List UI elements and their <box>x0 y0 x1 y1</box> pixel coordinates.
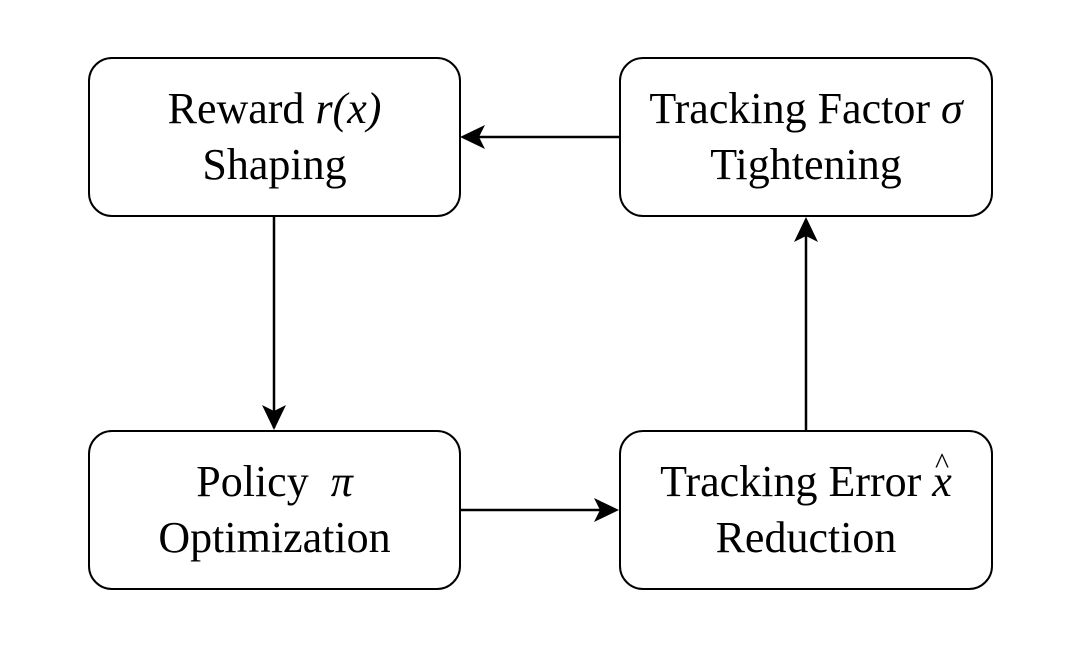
node-reward-line1: Reward r(x) <box>168 81 382 137</box>
arrowhead-policy-to-tracking-error <box>594 498 619 522</box>
node-tracking-error-line2: Reduction <box>715 513 897 562</box>
node-policy-math: π <box>330 457 353 506</box>
node-policy-line2: Optimization <box>158 513 391 562</box>
node-tracking-factor-tightening: Tracking Factor σ Tightening <box>619 57 993 217</box>
arrowhead-reward-to-policy <box>262 405 286 430</box>
arrowhead-tracking-error-to-tracking-factor <box>794 217 818 242</box>
node-tracking-factor-line1: Tracking Factor σ <box>649 81 962 137</box>
node-policy-optimization: Policy π Optimization <box>88 430 461 590</box>
node-tracking-error-line1: Tracking Error x <box>660 454 952 510</box>
node-policy-text: Policy <box>196 457 331 506</box>
node-reward-line2: Shaping <box>202 140 347 189</box>
node-tracking-factor-text: Tracking Factor <box>649 84 941 133</box>
node-reward-math: r(x) <box>315 84 382 133</box>
node-reward-text: Reward <box>167 84 316 133</box>
node-tracking-factor-line2: Tightening <box>710 140 902 189</box>
node-reward-shaping: Reward r(x) Shaping <box>88 57 461 217</box>
node-tracking-error-text: Tracking Error <box>660 457 933 506</box>
arrowhead-tracking-factor-to-reward <box>460 125 485 149</box>
node-tracking-error-reduction: Tracking Error x Reduction <box>619 430 993 590</box>
node-policy-line1: Policy π <box>196 454 353 510</box>
node-tracking-factor-math: σ <box>940 84 963 133</box>
node-tracking-error-math: x <box>932 454 952 510</box>
